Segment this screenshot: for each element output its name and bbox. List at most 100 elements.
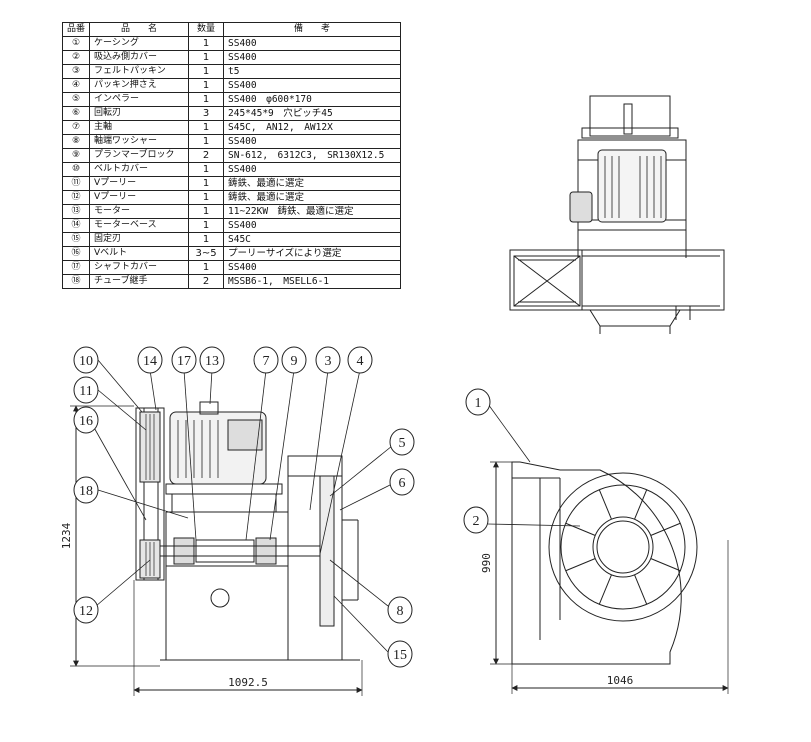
callout-3: 3 <box>315 346 341 374</box>
callout-label: 1 <box>475 396 482 411</box>
callout-circle <box>137 346 163 374</box>
impeller-spoke <box>565 522 596 536</box>
callout-4: 4 <box>347 346 373 374</box>
callout-label: 18 <box>79 484 93 499</box>
callout-circle <box>389 428 415 456</box>
callout-15: 15 <box>387 640 413 668</box>
impeller-spoke <box>650 558 681 572</box>
callout-circle <box>73 346 99 374</box>
callout-label: 7 <box>263 354 270 369</box>
dim-side-height: 1234 <box>60 522 73 549</box>
top-view-frame <box>577 139 687 231</box>
impeller-spoke <box>565 558 596 572</box>
callout-10: 10 <box>73 346 99 374</box>
callout-label: 17 <box>177 354 191 369</box>
parts-cell-name: チューブ継手 <box>89 274 190 289</box>
callout-7: 7 <box>253 346 279 374</box>
callout-label: 16 <box>79 414 93 429</box>
impeller-spoke <box>598 489 612 520</box>
callout-label: 2 <box>473 514 480 529</box>
front-view-casing <box>511 461 682 665</box>
top-view-bracket <box>589 95 671 137</box>
front-view-inlet <box>592 516 654 578</box>
parts-cell-no: ⑪ <box>61 176 91 191</box>
front-view-impeller-outer <box>548 472 698 622</box>
parts-cell-no: ⑱ <box>61 274 91 289</box>
callout-circle <box>347 346 373 374</box>
impeller-spoke <box>634 574 648 605</box>
shaft-cover <box>195 539 255 563</box>
front-view <box>490 461 729 694</box>
callout-circle <box>281 346 307 374</box>
impeller-spoke <box>634 489 648 520</box>
callout-circle <box>465 388 491 416</box>
top-view-motor <box>597 149 667 223</box>
callout-label: 3 <box>325 354 332 369</box>
callout-circle <box>199 346 225 374</box>
parts-table-header: 品番 品 名 数量 備 考 <box>61 22 402 37</box>
callout-circle <box>387 640 413 668</box>
callout-label: 12 <box>79 604 93 619</box>
callout-11: 11 <box>73 376 99 404</box>
top-view-casing <box>509 249 725 311</box>
callout-label: 13 <box>205 354 219 369</box>
callout-label: 8 <box>397 604 404 619</box>
callout-circle <box>73 596 99 624</box>
dim-side-width: 1092.5 <box>228 676 268 689</box>
callout-12: 12 <box>73 596 99 624</box>
callout-label: 9 <box>291 354 298 369</box>
leader-lines <box>91 359 581 653</box>
callout-13: 13 <box>199 346 225 374</box>
belt-cover <box>135 407 165 581</box>
callout-circle <box>73 476 99 504</box>
callout-18: 18 <box>73 476 99 504</box>
dim-front-width: 1046 <box>607 674 634 687</box>
side-view <box>70 401 363 696</box>
callout-circle <box>389 468 415 496</box>
motor-base <box>165 483 283 495</box>
parts-cell-no: ⑤ <box>61 92 91 107</box>
callout-label: 6 <box>399 476 406 491</box>
callout-label: 10 <box>79 354 93 369</box>
bearing-right <box>255 537 277 565</box>
callout-circle <box>463 506 489 534</box>
callout-circle <box>315 346 341 374</box>
callout-9: 9 <box>281 346 307 374</box>
callout-circle <box>253 346 279 374</box>
callout-label: 11 <box>79 384 92 399</box>
dim-front-height: 990 <box>480 553 493 573</box>
impeller-spoke <box>650 522 681 536</box>
top-view <box>509 95 725 334</box>
callout-circle <box>73 376 99 404</box>
bearing-left <box>173 537 195 565</box>
callout-17: 17 <box>171 346 197 374</box>
side-view-casing <box>287 455 343 661</box>
callout-14: 14 <box>137 346 163 374</box>
callout-6: 6 <box>389 468 415 496</box>
parts-cell-note: MSSB6-1, MSELL6-1 <box>223 274 402 289</box>
callout-circle <box>171 346 197 374</box>
impeller-spoke <box>598 574 612 605</box>
callout-8: 8 <box>387 596 413 624</box>
callout-label: 14 <box>143 354 157 369</box>
parts-cell-qty: 2 <box>188 274 225 289</box>
callout-16: 16 <box>73 406 99 434</box>
callout-5: 5 <box>389 428 415 456</box>
callout-circle <box>73 406 99 434</box>
callout-label: 4 <box>357 354 364 369</box>
callout-circle <box>387 596 413 624</box>
callout-label: 15 <box>393 648 407 663</box>
